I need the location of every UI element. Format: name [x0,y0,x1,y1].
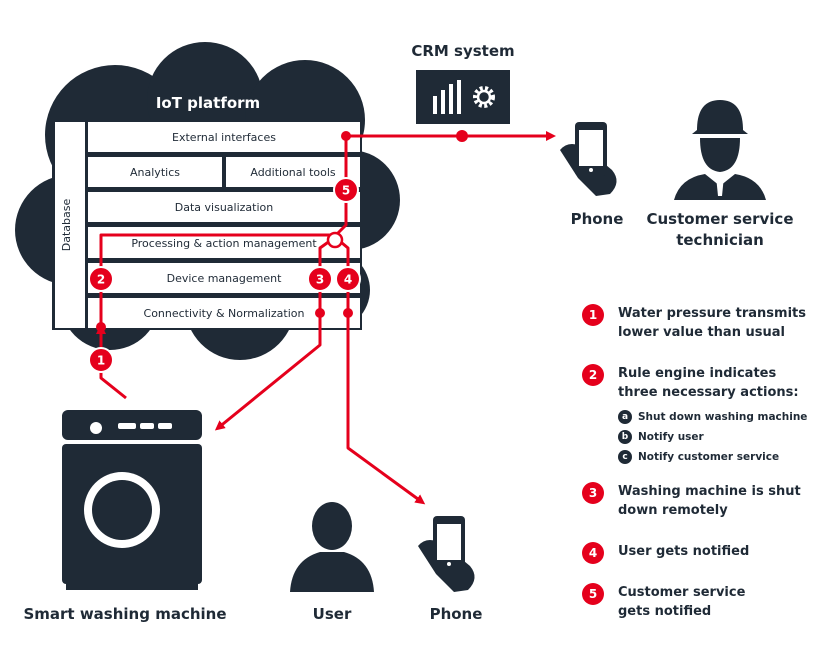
legend-item-1: 1 Water pressure transmits lower value t… [582,304,822,342]
legend-sub-item-b: b Notify user [618,430,822,444]
sub-badge-c: c [618,450,632,464]
legend-text: Water pressure transmits [618,306,806,321]
layer-external-interfaces [88,122,360,152]
phone-bottom-icon [418,516,475,592]
svg-text:5: 5 [342,184,350,198]
flow-path-1 [96,324,127,400]
user-label: User [313,605,352,623]
iot-platform-title: IoT platform [156,94,260,112]
crm-chart-gear-icon [416,70,510,124]
legend-text: Customer service [618,585,746,600]
routing-node [326,231,344,249]
legend-item-2: 2 Rule engine indicates three necessary … [582,364,822,402]
svg-text:4: 4 [344,273,352,287]
legend-badge-3: 3 [582,482,604,504]
external-interfaces-label: External interfaces [172,131,276,144]
legend-item-3: 3 Washing machine is shut down remotely [582,482,822,520]
legend-sub-item-c: c Notify customer service [618,450,822,464]
flow-dots [96,130,468,332]
layer-connectivity [88,298,360,328]
legend-badge-4: 4 [582,542,604,564]
legend-sub-item-a: a Shut down washing machine [618,410,822,424]
database-layer [55,122,85,328]
device-management-label: Device management [167,272,282,285]
technician-icon [674,100,766,200]
layer-data-visualization [88,192,360,222]
step-badge-3: 3 [307,266,333,292]
sub-item-text: Notify user [638,431,704,443]
sub-badge-a: a [618,410,632,424]
phone-bottom-label: Phone [430,605,483,623]
layer-processing [88,227,360,258]
processing-label: Processing & action management [131,237,317,250]
database-label: Database [60,199,73,252]
washing-machine-icon [62,410,202,590]
step-badge-2: 2 [88,266,114,292]
legend-text: gets notified [618,604,712,619]
washing-machine-label: Smart washing machine [23,605,226,623]
flow-path-3 [214,236,335,431]
technician-label-line2: technician [676,231,764,249]
layer-analytics [88,157,222,187]
svg-text:3: 3 [316,273,324,287]
sub-item-text: Notify customer service [638,451,780,463]
legend-sub-list: a Shut down washing machine b Notify use… [582,410,822,464]
phone-top-label: Phone [571,210,624,228]
platform-stack [52,120,362,330]
step-badge-4: 4 [335,266,361,292]
flow-path-2 [99,233,334,328]
phone-top-icon [560,122,617,196]
legend-item-4: 4 User gets notified [582,542,822,564]
legend-text: Washing machine is shut [618,484,801,499]
legend-item-5: 5 Customer service gets notified [582,583,822,621]
svg-text:2: 2 [97,273,105,287]
sub-item-text: Shut down washing machine [638,411,808,423]
additional-tools-label: Additional tools [250,166,336,179]
analytics-label: Analytics [130,166,180,179]
user-icon [290,502,374,592]
legend-text: Rule engine indicates [618,366,777,381]
step-badge-5: 5 [333,177,359,203]
legend: 1 Water pressure transmits lower value t… [582,304,822,621]
step-badge-1: 1 [88,347,114,373]
svg-text:1: 1 [97,354,105,368]
legend-badge-1: 1 [582,304,604,326]
crm-title: CRM system [411,42,514,60]
legend-text: User gets notified [618,544,750,559]
technician-label-line1: Customer service [647,210,794,228]
data-visualization-label: Data visualization [175,201,273,214]
sub-badge-b: b [618,430,632,444]
legend-badge-5: 5 [582,583,604,605]
legend-text: three necessary actions: [618,385,799,400]
legend-text: down remotely [618,503,728,518]
legend-badge-2: 2 [582,364,604,386]
connectivity-label: Connectivity & Normalization [144,307,305,320]
legend-text: lower value than usual [618,325,785,340]
